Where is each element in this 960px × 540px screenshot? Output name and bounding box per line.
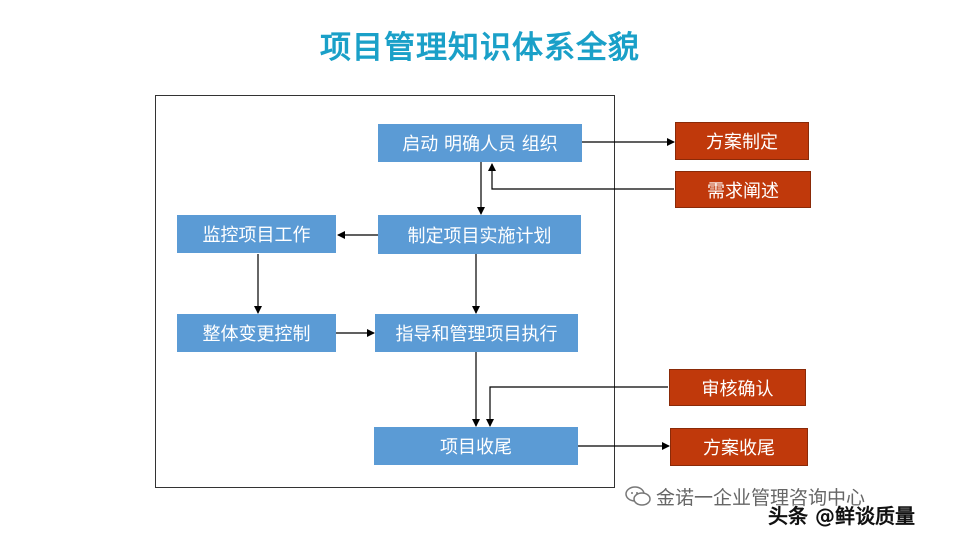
box-requirement: 需求阐述 xyxy=(675,171,811,208)
box-plan: 制定项目实施计划 xyxy=(378,215,581,254)
wechat-icon xyxy=(625,486,651,506)
box-close: 项目收尾 xyxy=(374,427,578,465)
watermark-line2: 头条 @鲜谈质量 xyxy=(768,504,915,528)
box-plan-define: 方案制定 xyxy=(675,122,809,160)
box-review: 审核确认 xyxy=(669,369,806,406)
box-execute: 指导和管理项目执行 xyxy=(375,314,578,352)
page-title: 项目管理知识体系全貌 xyxy=(320,30,640,66)
watermark-line1: 金诺一企业管理咨询中心 xyxy=(656,487,866,509)
process-frame xyxy=(155,95,615,488)
arrow-requirement-to-start xyxy=(488,163,674,190)
box-start: 启动 明确人员 组织 xyxy=(378,124,582,162)
arrow-review-to-close xyxy=(486,386,668,427)
box-plan-close: 方案收尾 xyxy=(670,428,808,466)
box-monitor: 监控项目工作 xyxy=(177,215,336,253)
box-change: 整体变更控制 xyxy=(177,314,336,352)
